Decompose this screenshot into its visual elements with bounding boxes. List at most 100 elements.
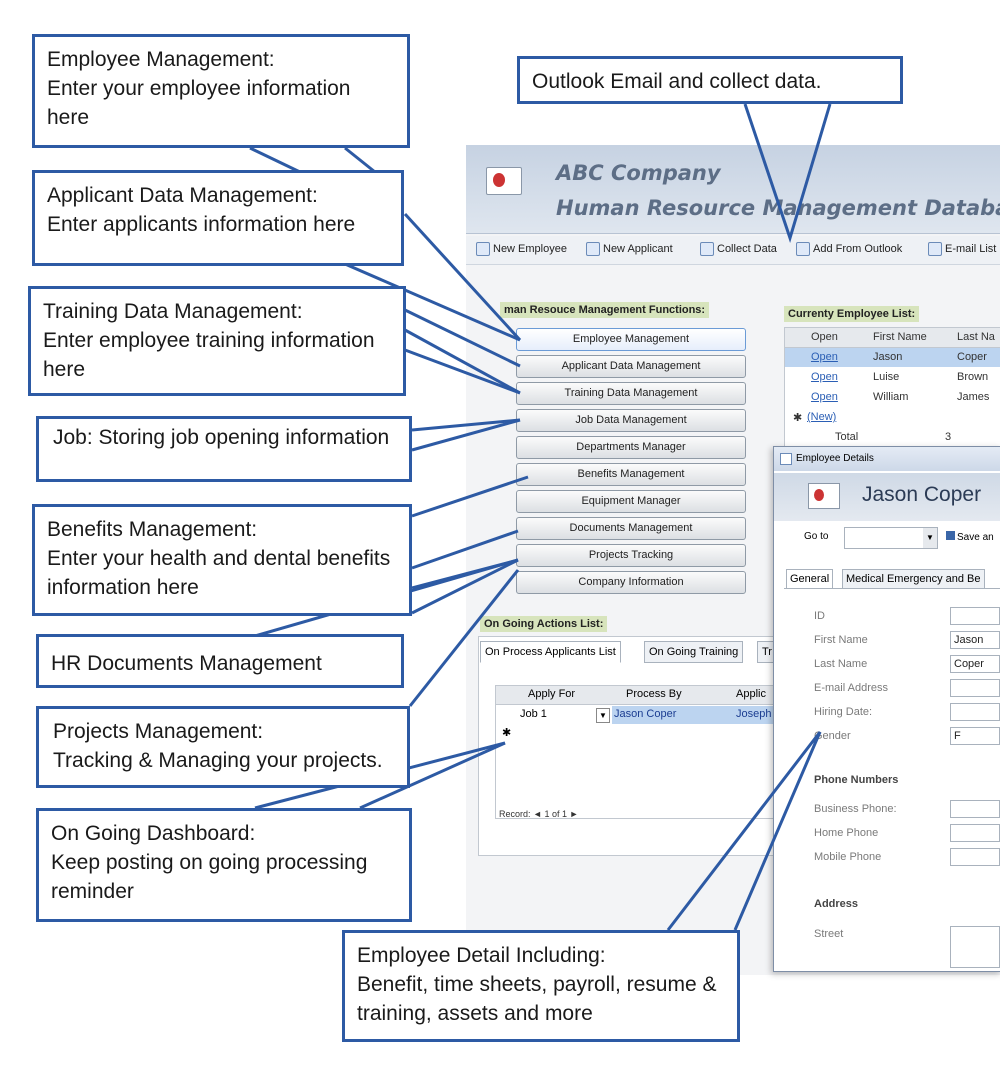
field-label: E-mail Address: [814, 682, 888, 694]
total-value: 3: [945, 431, 952, 443]
street-label: Street: [814, 928, 844, 940]
contact-card-icon: [486, 167, 522, 195]
open-link[interactable]: Open: [811, 391, 838, 403]
save-button[interactable]: Save an: [946, 531, 994, 543]
last-name-cell: Coper: [957, 351, 987, 363]
record-navigator[interactable]: Record: ◄ 1 of 1 ►: [499, 809, 578, 819]
column-header-last-name[interactable]: Last Na: [957, 331, 995, 343]
callout-benefits: Benefits Management: Enter your health a…: [32, 504, 412, 616]
open-link[interactable]: Open: [811, 371, 838, 383]
new-applicant-button[interactable]: New Applicant: [586, 242, 673, 256]
new-employee-button[interactable]: New Employee: [476, 242, 567, 256]
tab-general[interactable]: General: [786, 569, 834, 589]
tab-on-process-applicants[interactable]: On Process Applicants List: [480, 641, 621, 663]
window-title-bar: Employee Details: [774, 447, 1000, 471]
callout-on-going-dashboard: On Going Dashboard: Keep posting on goin…: [36, 808, 412, 922]
column-header-applicant[interactable]: Applic: [736, 688, 766, 700]
first-name-cell: William: [873, 391, 909, 403]
function-button-projects-tracking[interactable]: Projects Tracking: [516, 544, 746, 567]
function-button-applicant-data-management[interactable]: Applicant Data Management: [516, 355, 746, 378]
field-label: Gender: [814, 730, 851, 742]
function-button-benefits-management[interactable]: Benefits Management: [516, 463, 746, 486]
last-name-cell: Brown: [957, 371, 989, 383]
new-employee-icon: [476, 242, 490, 256]
function-button-training-data-management[interactable]: Training Data Management: [516, 382, 746, 405]
record-label: Record:: [499, 809, 531, 819]
app-header: ABC Company Human Resource Management Da…: [466, 145, 1000, 234]
callout-applicant-data: Applicant Data Management: Enter applica…: [32, 170, 404, 266]
details-header: Jason Coper: [774, 473, 1000, 521]
dropdown-arrow-icon[interactable]: ▼: [596, 708, 610, 723]
applicant-cell: Joseph: [736, 708, 772, 720]
table-row[interactable]: Open Jason Coper: [785, 348, 1000, 367]
home-phone-label: Home Phone: [814, 827, 879, 839]
field-label: First Name: [814, 634, 868, 646]
table-row[interactable]: Job 1 ▼ Jason Coper Joseph: [496, 706, 780, 724]
open-link[interactable]: Open: [811, 351, 838, 363]
column-header-first-name[interactable]: First Name: [873, 331, 927, 343]
ongoing-actions-panel: Apply For Process By Applic Job 1 ▼ Jaso…: [478, 636, 781, 856]
goto-combo[interactable]: ▼: [844, 527, 938, 549]
column-header-process-by[interactable]: Process By: [626, 688, 682, 700]
new-applicant-icon: [586, 242, 600, 256]
function-button-employee-management[interactable]: Employee Management: [516, 328, 746, 351]
field-label: Last Name: [814, 658, 868, 670]
company-name: ABC Company: [556, 161, 721, 185]
callout-training-data: Training Data Management: Enter employee…: [28, 286, 406, 396]
ongoing-grid: Apply For Process By Applic Job 1 ▼ Jaso…: [495, 685, 781, 819]
mobile-phone-label: Mobile Phone: [814, 851, 882, 863]
app-toolbar: New Employee New Applicant Collect Data …: [466, 236, 1000, 265]
email-list-button[interactable]: E-mail List: [928, 242, 996, 256]
function-button-departments-manager[interactable]: Departments Manager: [516, 436, 746, 459]
total-label: Total: [835, 431, 859, 443]
total-row: Total 3: [785, 428, 1000, 447]
field-input[interactable]: Jason: [950, 631, 1000, 649]
column-header-apply-for[interactable]: Apply For: [528, 688, 576, 700]
phone-numbers-heading: Phone Numbers: [814, 774, 899, 786]
business-phone-label: Business Phone:: [814, 803, 897, 815]
first-name-cell: Luise: [873, 371, 900, 383]
table-row[interactable]: Open William James: [785, 388, 1000, 407]
ongoing-label: On Going Actions List:: [480, 616, 608, 632]
goto-label: Go to: [804, 531, 829, 542]
add-from-outlook-button[interactable]: Add From Outlook: [796, 242, 902, 256]
ongoing-grid-header: Apply For Process By Applic: [496, 686, 780, 705]
window-title: Employee Details: [796, 453, 874, 464]
dropdown-arrow-icon[interactable]: ▼: [923, 528, 937, 548]
function-button-equipment-manager[interactable]: Equipment Manager: [516, 490, 746, 513]
collect-data-button[interactable]: Collect Data: [700, 242, 777, 256]
new-record-icon: ✱: [502, 727, 512, 739]
next-record-icon[interactable]: ►: [569, 809, 579, 819]
email-icon: [928, 242, 942, 256]
functions-label: man Resouce Management Functions:: [500, 302, 710, 318]
callout-hr-documents: HR Documents Management: [36, 634, 404, 688]
form-icon: [780, 453, 792, 465]
process-by-cell: Jason Coper: [614, 708, 677, 720]
grid-header-row: Open First Name Last Na: [785, 328, 1000, 348]
address-heading: Address: [814, 898, 859, 910]
tab-on-going-training[interactable]: On Going Training: [644, 641, 744, 663]
function-button-documents-management[interactable]: Documents Management: [516, 517, 746, 540]
first-record-icon[interactable]: ◄: [533, 809, 542, 819]
function-button-company-information[interactable]: Company Information: [516, 571, 746, 594]
field-label: ID: [814, 610, 825, 622]
employee-name: Jason Coper: [862, 483, 982, 506]
callout-job: Job: Storing job opening information: [36, 416, 412, 482]
field-label: Hiring Date:: [814, 706, 873, 718]
new-record-row[interactable]: ✱ (New): [785, 408, 1000, 427]
apply-for-cell[interactable]: Job 1: [520, 708, 547, 720]
first-name-cell: Jason: [873, 351, 903, 363]
new-record-link[interactable]: (New): [807, 411, 837, 423]
callout-outlook-email: Outlook Email and collect data.: [517, 56, 903, 104]
table-row[interactable]: Open Luise Brown: [785, 368, 1000, 387]
outlook-icon: [796, 242, 810, 256]
last-name-cell: James: [957, 391, 990, 403]
function-button-job-data-management[interactable]: Job Data Management: [516, 409, 746, 432]
callout-projects: Projects Management: Tracking & Managing…: [36, 706, 410, 788]
column-header-open[interactable]: Open: [811, 331, 838, 343]
employee-list-grid: Open First Name Last Na Open Jason Coper…: [784, 327, 1000, 449]
callout-employee-management: Employee Management: Enter your employee…: [32, 34, 410, 148]
contact-card-icon: [808, 483, 840, 509]
save-icon: [946, 531, 955, 540]
